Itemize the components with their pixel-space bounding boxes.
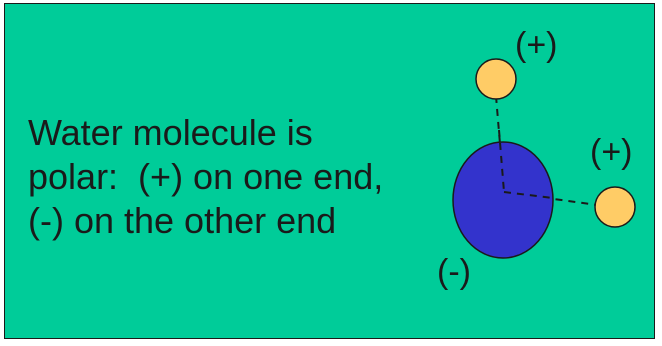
hydrogen-top-charge-label: (+) bbox=[515, 26, 558, 64]
hydrogen-atom-top bbox=[476, 59, 516, 99]
hydrogen-right-charge-label: (+) bbox=[590, 133, 633, 171]
hydrogen-atom-right bbox=[595, 187, 635, 227]
oxygen-charge-label: (-) bbox=[437, 253, 471, 291]
oxygen-atom bbox=[453, 142, 553, 258]
